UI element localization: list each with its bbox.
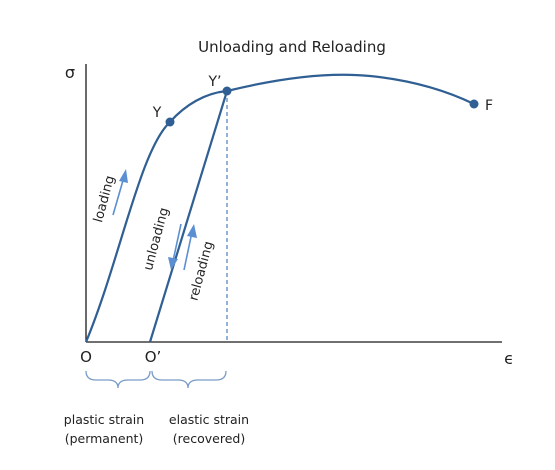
reloading-label: reloading [186,240,216,303]
y-axis-symbol: σ [65,63,75,82]
fracture-point-label: F [485,98,493,114]
loading-arrow-icon [112,169,128,216]
origin-prime-label: O’ [145,348,162,366]
elastic-strain-label: elastic strain [169,412,249,427]
x-axis-symbol: ϵ [504,349,514,368]
diagram-title: Unloading and Reloading [198,38,386,56]
loading-label: loading [91,174,118,224]
unloading-arrow-icon [168,223,182,270]
yield-point-marker [165,117,175,127]
plastic-strain-sublabel: (permanent) [65,431,144,446]
stress-strain-curve [84,73,475,343]
plastic-strain-brace [85,370,151,389]
unloading-label: unloading [141,206,172,272]
yield-point-label: Y [152,105,162,121]
origin-label: O [80,348,92,366]
unloading-line [148,90,229,343]
plastic-strain-label: plastic strain [64,412,144,427]
reloading-arrow-icon [183,224,197,271]
yield-prime-marker [222,86,232,96]
yield-prime-label: Y’ [207,74,221,90]
elastic-strain-brace [151,370,227,389]
elastic-strain-sublabel: (recovered) [173,431,245,446]
fracture-point-marker [469,99,479,109]
